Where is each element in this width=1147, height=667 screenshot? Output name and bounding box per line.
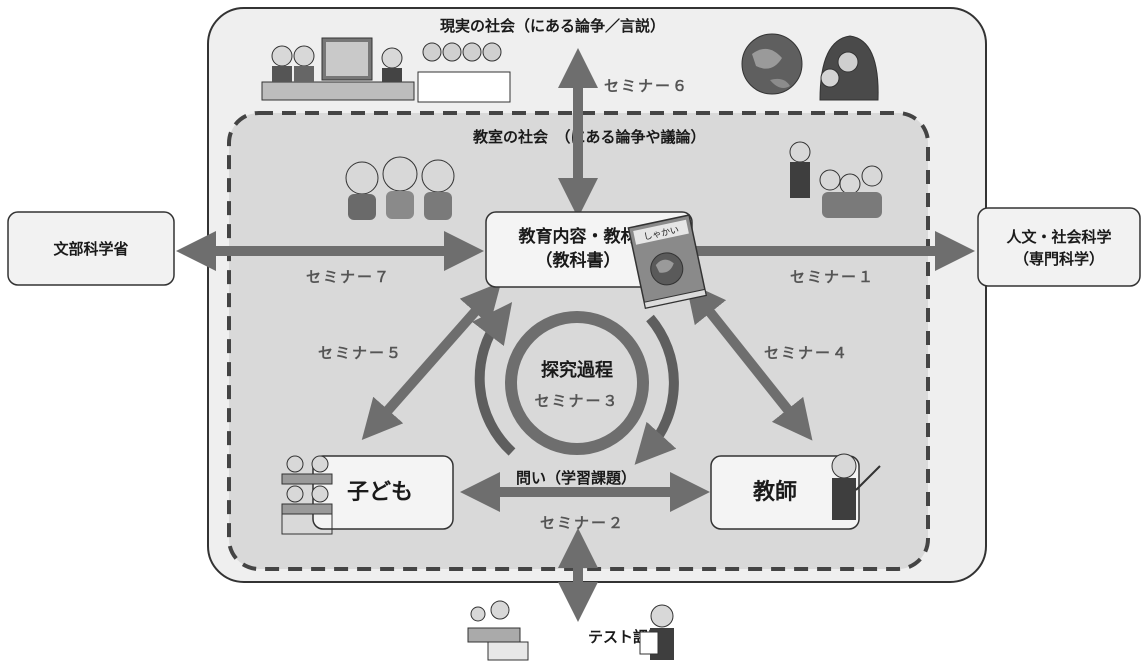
teacher-illustration	[831, 453, 881, 520]
seminar5-arrow	[361, 282, 502, 440]
seminar6-label: セミナー６	[604, 77, 689, 95]
monbukagakusho-box	[7, 211, 175, 286]
students-discussion-illustration	[345, 156, 455, 220]
seminar1-label: セミナー１	[790, 268, 875, 286]
textbook-icon: しゃかい	[627, 214, 708, 310]
inquiry-title: 探究過程	[541, 359, 613, 381]
humanities-label-1: 人文・社会科学	[1006, 228, 1111, 246]
humanities-label-2: （専門科学）	[1014, 250, 1104, 268]
seminar2-label: セミナー２	[540, 514, 625, 532]
cycle-arc-left	[471, 302, 516, 456]
question-label: 問い（学習課題）	[516, 469, 636, 487]
classroom-society-box	[227, 111, 930, 571]
protest-illustration	[417, 42, 511, 103]
humanities-box	[977, 207, 1141, 287]
teacher-box	[710, 455, 860, 530]
refugee-illustration	[819, 35, 879, 101]
teaching-content-label-1: 教育内容・教材	[518, 226, 638, 247]
classroom-society-title: 教室の社会 （にある論争や議論）	[472, 128, 706, 146]
seminar5-label: セミナー５	[318, 344, 403, 362]
child-label: 子ども	[347, 480, 413, 505]
inquiry-circle	[505, 311, 649, 455]
seminar4-arrow	[685, 281, 813, 441]
cycle-arc-right	[634, 314, 679, 465]
students-desks-illustration	[281, 455, 333, 535]
seminar4-label: セミナー４	[764, 344, 849, 362]
real-society-title: 現実の社会（にある論争／言説）	[440, 17, 665, 35]
worried-student-illustration	[639, 604, 674, 660]
inquiry-seminar: セミナー３	[534, 392, 619, 410]
test-students-illustration	[467, 600, 529, 661]
teacher-students-illustration	[789, 141, 883, 218]
debate-panel-illustration	[261, 37, 415, 101]
seminar7-label: セミナー７	[306, 268, 391, 286]
globe-illustration	[741, 33, 803, 95]
monbukagakusho-label: 文部科学省	[53, 240, 128, 258]
teaching-content-label-2: （教科書）	[536, 250, 621, 271]
teacher-label: 教師	[753, 479, 797, 505]
